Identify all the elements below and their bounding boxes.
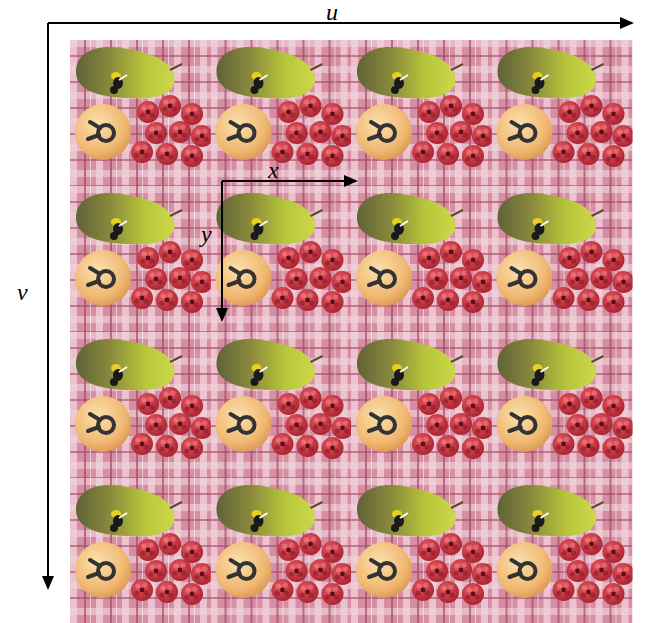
sub-aperture-image (492, 332, 635, 478)
sub-aperture-image (351, 478, 494, 623)
sub-aperture-image (492, 478, 635, 623)
sub-aperture-image (211, 40, 354, 186)
sub-aperture-image (70, 186, 213, 332)
sub-aperture-image (492, 186, 635, 332)
sub-aperture-image (211, 478, 354, 623)
sub-aperture-image (211, 186, 354, 332)
axis-label: v (17, 280, 28, 304)
sub-aperture-image (351, 332, 494, 478)
sub-aperture-image (70, 332, 213, 478)
sub-aperture-image (351, 186, 494, 332)
sub-aperture-image (492, 40, 635, 186)
sub-aperture-image (351, 40, 494, 186)
axis-label: y (201, 222, 212, 246)
axis-label: x (268, 158, 279, 182)
sub-aperture-image (70, 478, 213, 623)
sub-aperture-image (211, 332, 354, 478)
axis-label: u (326, 0, 338, 24)
sub-aperture-image (70, 40, 213, 186)
